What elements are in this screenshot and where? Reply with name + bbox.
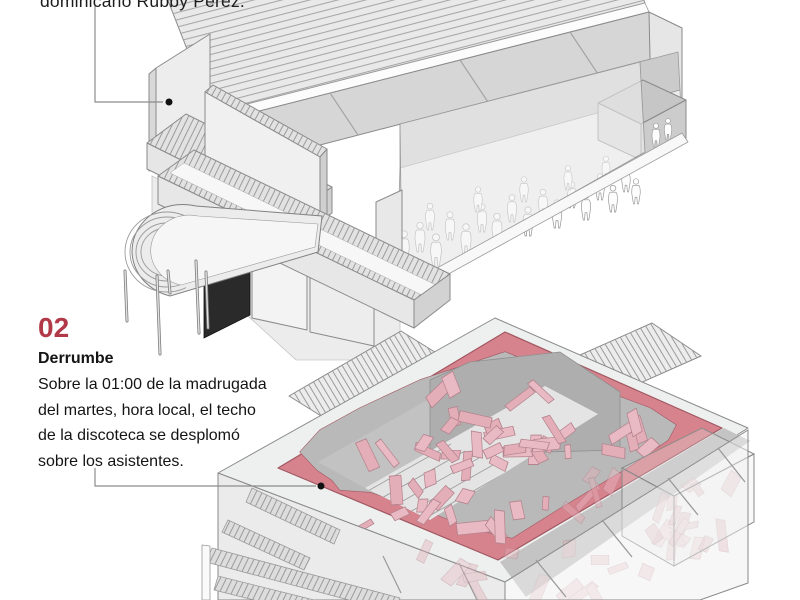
step02-number: 02 bbox=[38, 312, 70, 343]
leader-line-02 bbox=[94, 468, 325, 490]
leader-line-01 bbox=[94, 6, 173, 106]
discoteca-exterior-illustration bbox=[94, 0, 689, 361]
step02-description-line: Sobre la 01:00 de la madrugada bbox=[38, 376, 267, 393]
marker-dot-02 bbox=[317, 482, 325, 490]
step02-description-line: del martes, hora local, el techo bbox=[38, 401, 256, 419]
step01-text-fragment: dominicano Rubby Pérez. bbox=[40, 0, 245, 11]
wall-struts bbox=[535, 447, 746, 598]
debris-field bbox=[354, 370, 661, 546]
awning-posts bbox=[123, 259, 210, 356]
step02-description: Sobre la 01:00 de la madrugada del marte… bbox=[38, 372, 328, 474]
entrance-awning bbox=[124, 203, 323, 297]
front-left-wall bbox=[201, 472, 506, 600]
step02-description-line: sobre los asistentes. bbox=[38, 452, 184, 470]
entrance-complex bbox=[123, 33, 451, 361]
step02-title: Derrumbe bbox=[38, 350, 114, 367]
marker-dot-01 bbox=[165, 98, 173, 106]
step02-description-line: de la discoteca se desplomó bbox=[38, 427, 240, 444]
discoteca-collapse-illustration bbox=[94, 317, 756, 600]
step02-block: 02 Derrumbe Sobre la 01:00 de la madruga… bbox=[38, 312, 328, 474]
front-right-wall bbox=[504, 429, 749, 600]
